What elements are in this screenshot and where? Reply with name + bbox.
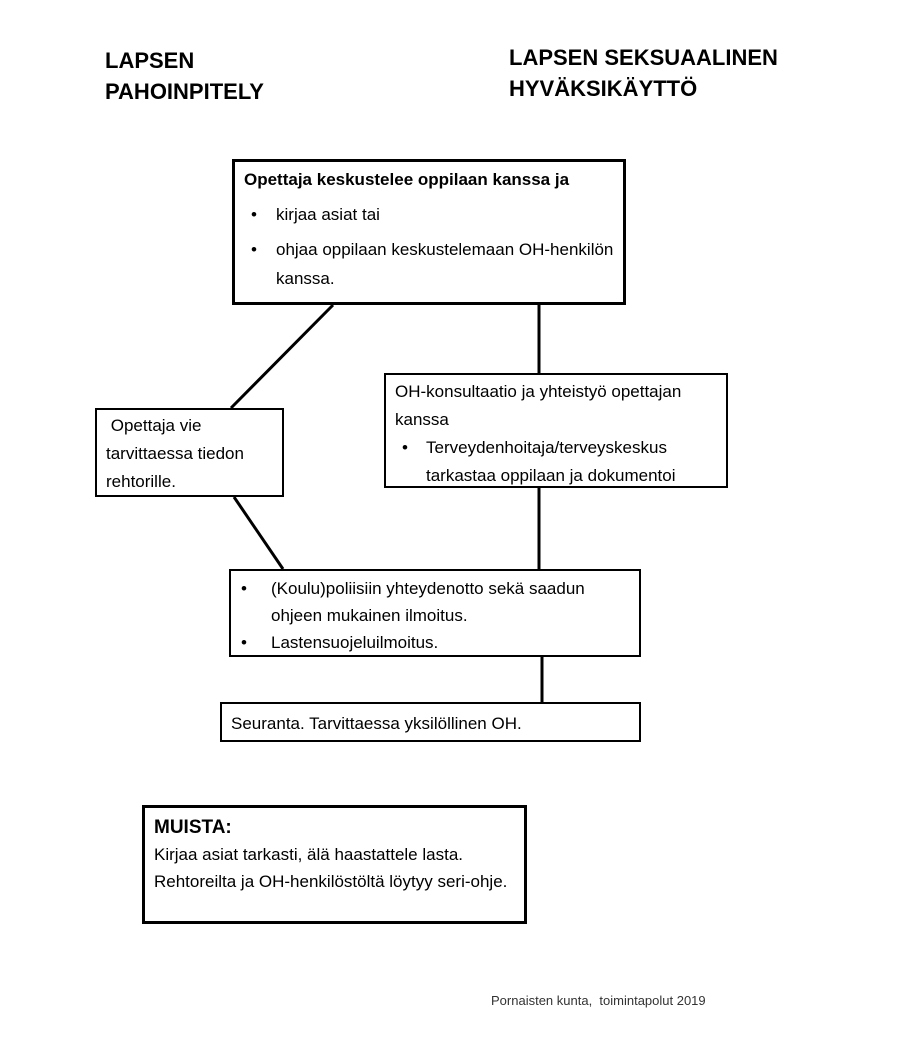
start-box-item: kirjaa asiat tai <box>244 200 617 229</box>
footer-credit: Pornaisten kunta, toimintapolut 2019 <box>491 993 706 1008</box>
police-box-list: (Koulu)poliisiin yhteydenotto sekä saadu… <box>235 575 633 656</box>
start-box-title: Opettaja keskustelee oppilaan kanssa ja <box>244 170 570 189</box>
start-box-item: ohjaa oppilaan keskustelemaan OH-henkilö… <box>244 235 617 293</box>
connector-principal-to-police <box>232 496 285 570</box>
follow-up-box: Seuranta. Tarvittaessa yksilöllinen OH. <box>220 702 641 742</box>
remember-box: MUISTA: Kirjaa asiat tarkasti, älä haast… <box>142 805 527 924</box>
oh-consultation-box: OH-konsultaatio ja yhteistyö opettajan k… <box>384 373 728 488</box>
start-box: Opettaja keskustelee oppilaan kanssa ja … <box>232 159 626 305</box>
oh-box-list: Terveydenhoitaja/terveyskeskus tarkastaa… <box>395 434 720 490</box>
principal-box-text: Opettaja vie tarvittaessa tiedon rehtori… <box>106 416 249 491</box>
principal-box: Opettaja vie tarvittaessa tiedon rehtori… <box>95 408 284 497</box>
follow-box-text: Seuranta. Tarvittaessa yksilöllinen OH. <box>231 714 522 733</box>
connector-start-to-principal <box>229 303 335 410</box>
remember-text: Kirjaa asiat tarkasti, älä haastattele l… <box>154 845 508 891</box>
oh-box-text: OH-konsultaatio ja yhteistyö opettajan k… <box>395 382 682 429</box>
heading-child-sexual-abuse: LAPSEN SEKSUAALINEN HYVÄKSIKÄYTTÖ <box>509 45 778 101</box>
police-box-item: (Koulu)poliisiin yhteydenotto sekä saadu… <box>235 575 633 629</box>
police-report-box: (Koulu)poliisiin yhteydenotto sekä saadu… <box>229 569 641 657</box>
heading-child-abuse: LAPSEN PAHOINPITELY <box>105 48 264 104</box>
oh-box-item: Terveydenhoitaja/terveyskeskus tarkastaa… <box>395 434 720 490</box>
remember-title: MUISTA: <box>154 817 232 838</box>
start-box-list: kirjaa asiat tai ohjaa oppilaan keskuste… <box>244 200 617 293</box>
police-box-item: Lastensuojeluilmoitus. <box>235 629 633 656</box>
